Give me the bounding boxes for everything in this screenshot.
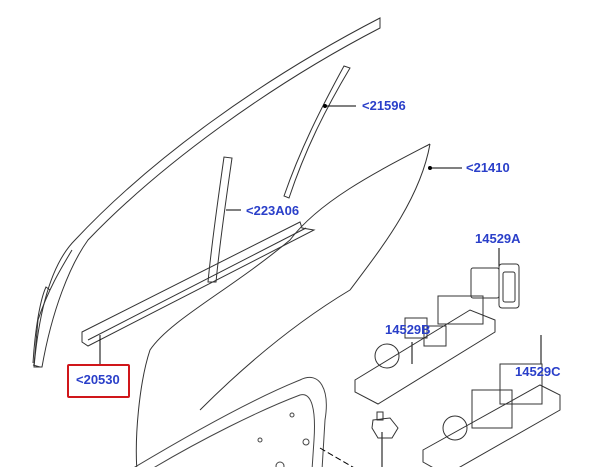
belt-weatherstrip-20530 (81, 221, 316, 347)
callout-20530[interactable]: <20530 (76, 372, 120, 387)
switch-pack-14529B (354, 295, 496, 405)
door-inner-panel (134, 377, 327, 467)
callout-14529A[interactable]: 14529A (475, 231, 521, 246)
callout-21410[interactable]: <21410 (466, 160, 510, 175)
bolt (371, 411, 399, 439)
glass-run-channel-21596 (283, 65, 351, 199)
callout-14529B[interactable]: 14529B (385, 322, 431, 337)
switch-pack-14529C (422, 363, 561, 467)
switch-14529A (470, 263, 520, 309)
door-glass-21410 (135, 143, 431, 467)
division-bar-223A06 (207, 156, 233, 283)
highlight-box (67, 364, 130, 398)
callout-21596[interactable]: <21596 (362, 98, 406, 113)
leader-lines (99, 104, 542, 467)
callout-223A06[interactable]: <223A06 (246, 203, 300, 218)
callout-14529C[interactable]: 14529C (515, 364, 561, 379)
door-frame-seal (32, 17, 381, 368)
